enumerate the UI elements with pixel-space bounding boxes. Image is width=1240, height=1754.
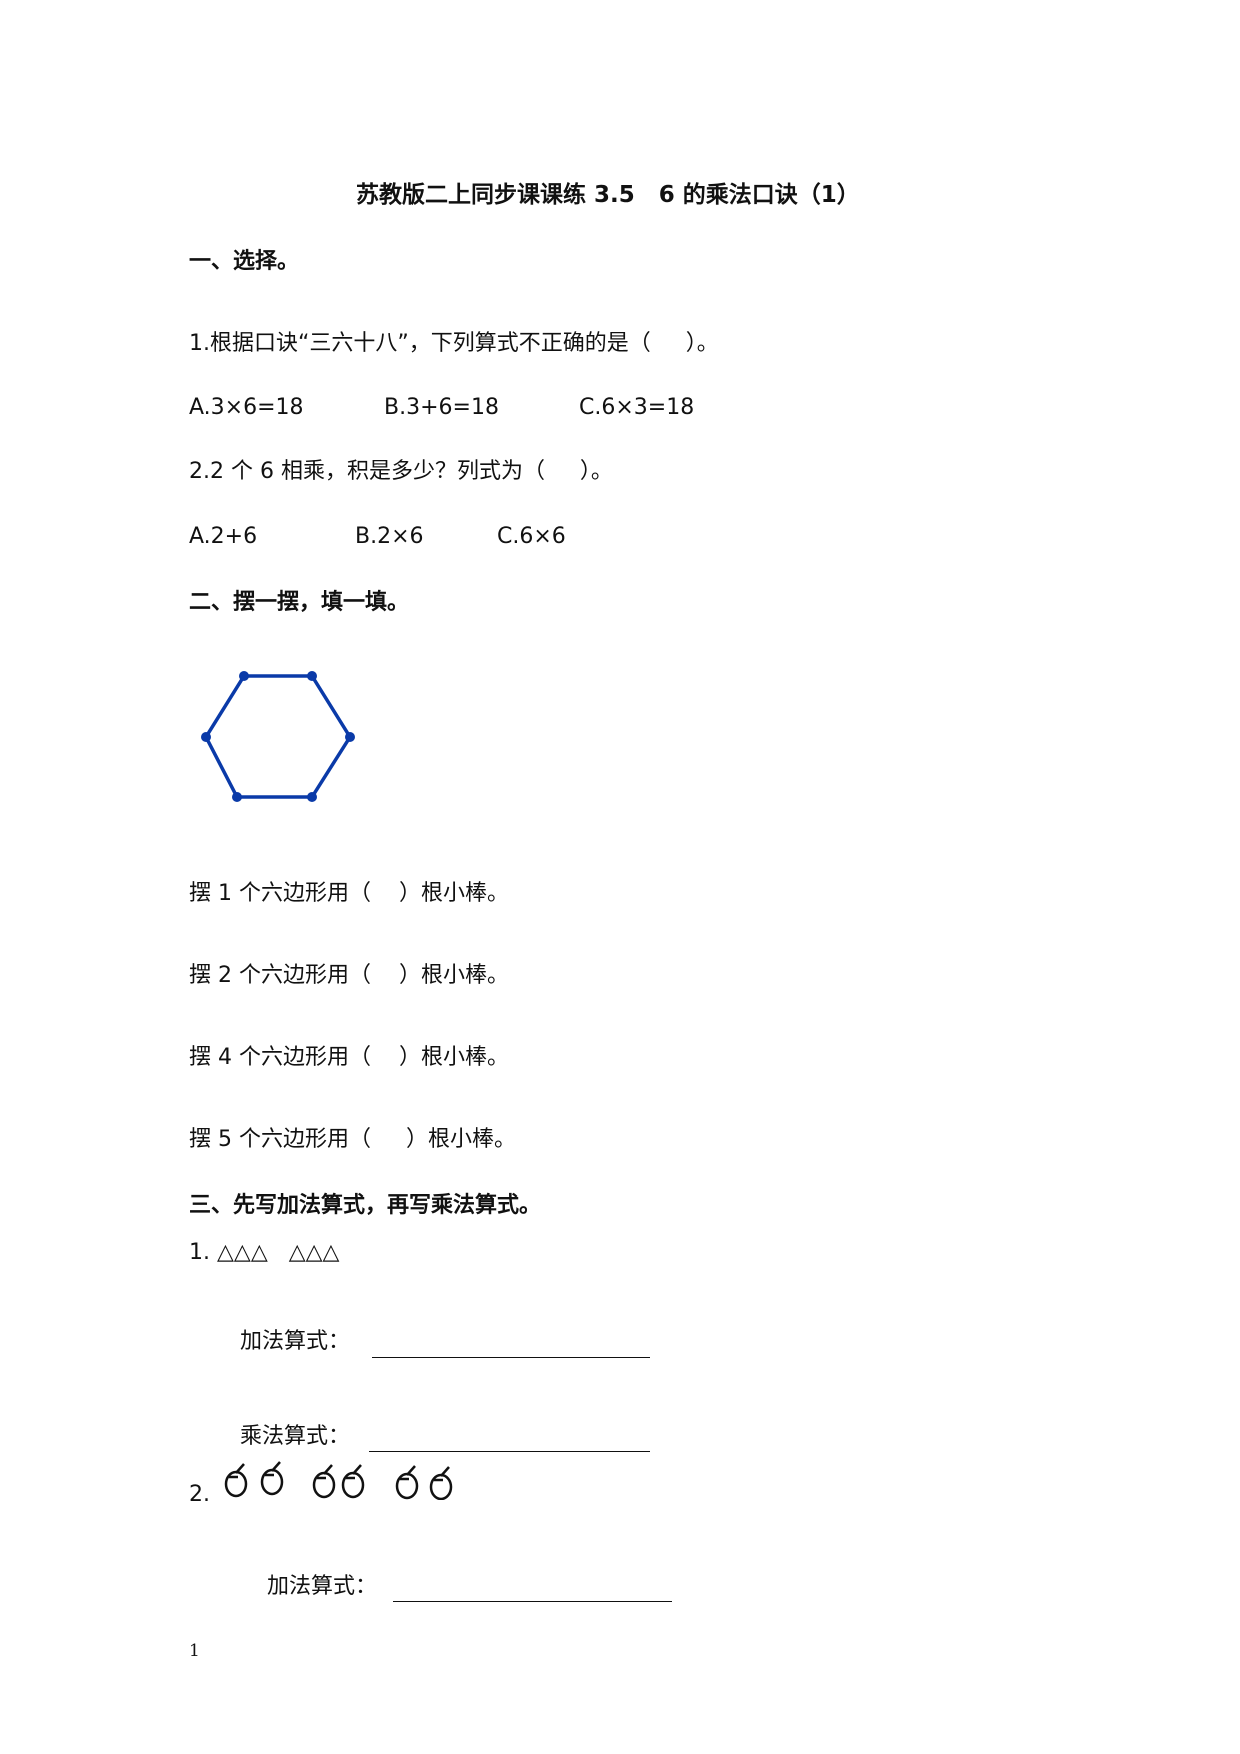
section3-heading: 三、先写加法算式，再写乘法算式。 <box>189 1193 542 1218</box>
hexagon-figure <box>201 671 355 802</box>
fill-line-2: 摆 2 个六边形用（ ）根小棒。 <box>189 963 509 988</box>
page-title: 苏教版二上同步课课练 3.5 6 的乘法口诀（1） <box>356 182 860 208</box>
fill-line-3: 摆 4 个六边形用（ ）根小棒。 <box>189 1045 509 1070</box>
p1-addition-blank[interactable] <box>372 1357 650 1358</box>
apple-icon <box>395 1465 419 1500</box>
problem-2-label: 2. <box>189 1482 210 1507</box>
apple-icon <box>429 1466 453 1500</box>
q2-option-c: C.6×6 <box>497 524 566 549</box>
fill-line-4: 摆 5 个六边形用（ ）根小棒。 <box>189 1127 516 1152</box>
q1-option-c: C.6×3=18 <box>579 395 695 420</box>
apple-icon <box>312 1464 336 1499</box>
p1-multiplication-blank[interactable] <box>369 1451 650 1452</box>
section2-heading: 二、摆一摆，填一填。 <box>189 590 410 615</box>
apple-icon <box>341 1464 365 1499</box>
page-number: 1 <box>189 1641 200 1661</box>
q1-option-a: A.3×6=18 <box>189 395 304 420</box>
q1-option-b: B.3+6=18 <box>384 395 499 420</box>
apple-icon <box>260 1461 284 1496</box>
p2-addition-label: 加法算式： <box>267 1574 378 1599</box>
apple-icon <box>224 1463 248 1498</box>
p2-addition-blank[interactable] <box>393 1601 672 1602</box>
problem-1-triangles: 1. △△△ △△△ <box>189 1240 340 1265</box>
q2-option-a: A.2+6 <box>189 524 258 549</box>
apples-row <box>224 1461 453 1500</box>
p1-multiplication-label: 乘法算式： <box>240 1424 351 1449</box>
question-2: 2.2 个 6 相乘，积是多少？列式为（ ）。 <box>189 459 613 484</box>
question-1: 1.根据口诀“三六十八”，下列算式不正确的是（ ）。 <box>189 331 719 356</box>
section1-heading: 一、选择。 <box>189 249 300 274</box>
fill-line-1: 摆 1 个六边形用（ ）根小棒。 <box>189 881 509 906</box>
p1-addition-label: 加法算式： <box>240 1329 351 1354</box>
q2-option-b: B.2×6 <box>355 524 424 549</box>
